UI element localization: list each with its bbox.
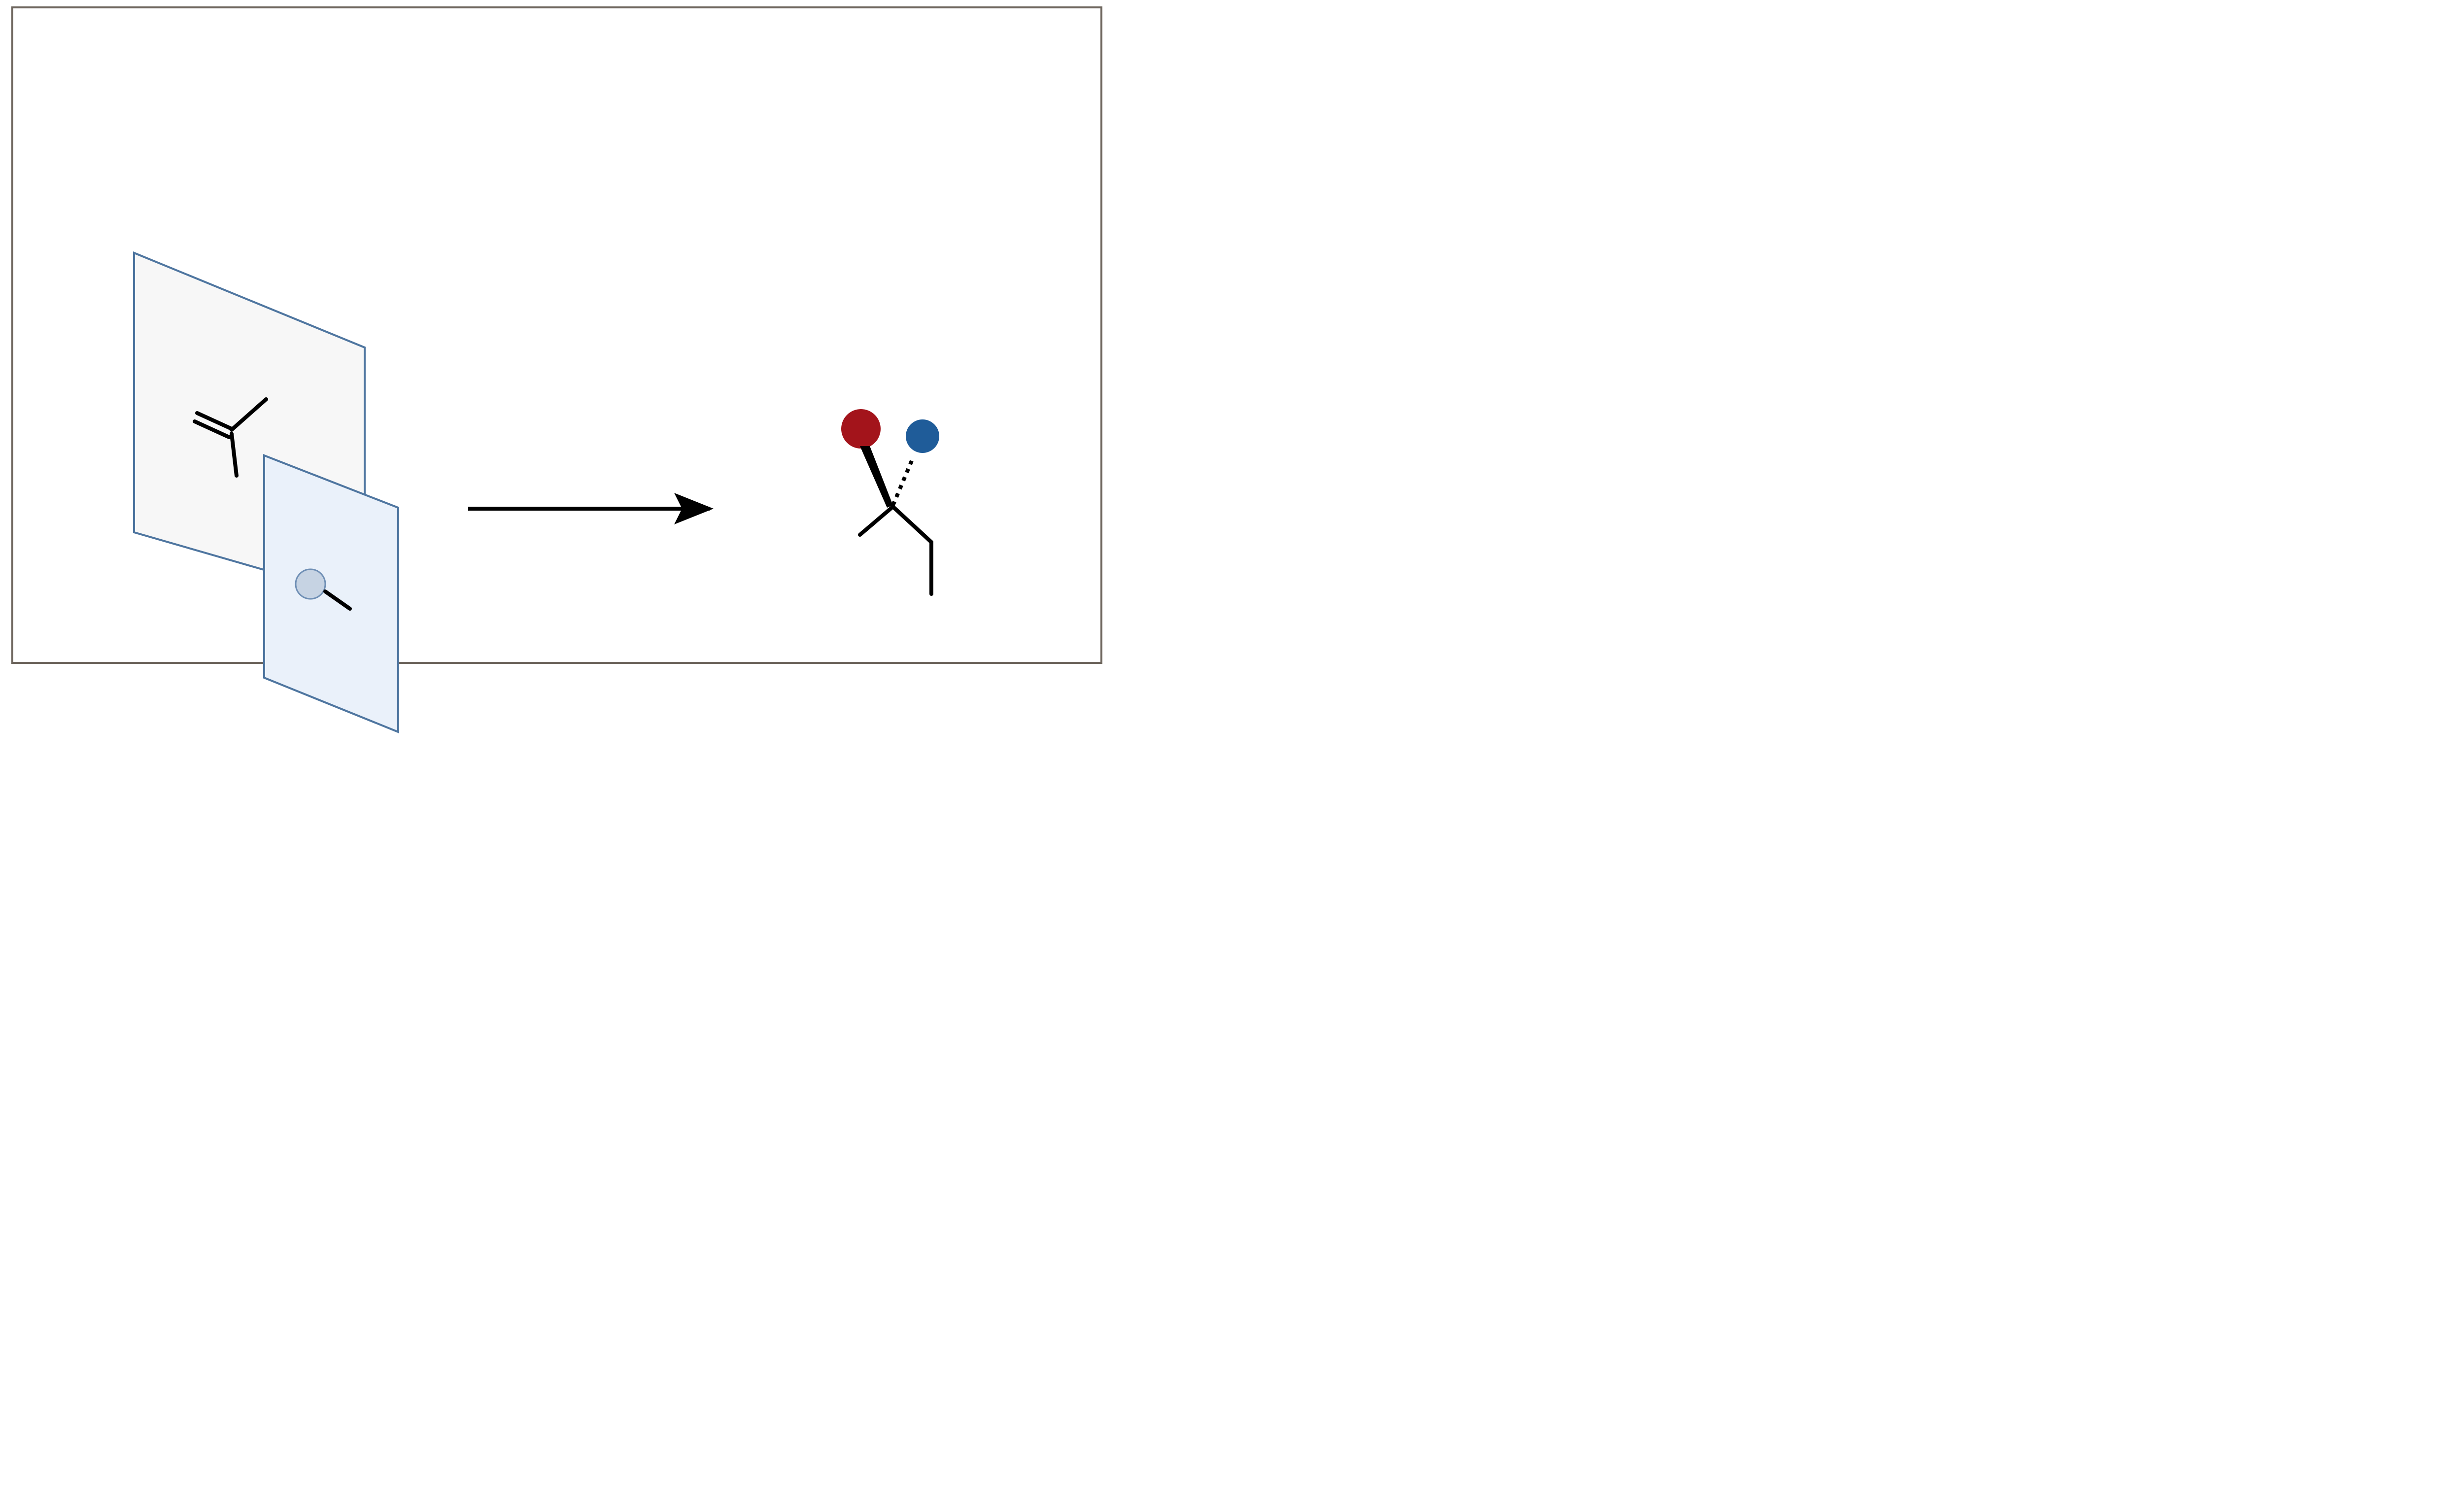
double-bond: [195, 411, 234, 431]
s-ball: [906, 419, 939, 453]
product-a: [841, 409, 939, 596]
l-ball: [841, 409, 881, 449]
wedge-bond: [860, 446, 893, 508]
panel-a-frame: [11, 6, 1102, 664]
hash-bond: [891, 460, 914, 506]
nucleophile-sphere: [295, 568, 326, 600]
panel-a: [11, 6, 1102, 733]
double-bond-2: [193, 419, 231, 439]
